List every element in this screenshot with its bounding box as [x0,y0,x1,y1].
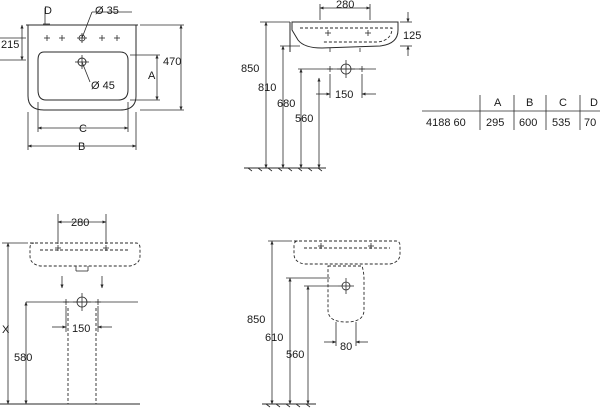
dim-label-125: 125 [403,30,421,42]
dim-label-560-side: 560 [295,113,313,125]
table-header-d: D [590,97,598,109]
basin-side-profile [291,21,399,49]
basin-front-outline [27,24,137,111]
fitting-icon [316,60,376,78]
table-cell-c: 535 [552,117,570,129]
dimensions-table: A B C D 4188 60 295 600 535 70 [422,95,600,130]
table-cell-b: 600 [519,117,537,129]
pedestal-fitting-icon [26,293,138,311]
basin-pedestal-outline [29,242,141,267]
dim-label-280-side: 280 [336,0,354,11]
table-cell-a: 295 [486,117,504,129]
basin-semi-outline [293,240,401,265]
dim-label-x: X [2,324,10,336]
dim-label-d: D [44,5,52,17]
dim-label-215: 215 [1,39,19,51]
dim-label-150-pedestal: 150 [72,323,90,335]
dim-label-610: 610 [265,332,283,344]
front-view: D Ø 35 215 470 A Ø 45 C B [0,5,184,153]
semi-pedestal-view: 80 850 610 560 [247,240,401,408]
dim-label-680: 680 [277,98,295,110]
dim-label-a: A [148,70,156,82]
dim-label-b: B [78,141,85,153]
tap-hole-icon [44,33,120,43]
dim-label-c: C [79,123,87,135]
dim-label-850-side: 850 [241,63,259,75]
table-header-a: A [494,97,502,109]
dim-label-280-pedestal: 280 [71,217,89,229]
dim-label-560-semi: 560 [286,349,304,361]
semi-pedestal-shroud [327,265,365,323]
dim-label-810: 810 [258,82,276,94]
table-cell-model: 4188 60 [426,117,466,129]
side-view: 280 125 150 850 810 680 [241,0,421,172]
dim-label-80: 80 [340,341,352,353]
dim-label-470: 470 [163,56,181,68]
dim-label-dia45: Ø 45 [91,80,115,92]
dim-label-150-side: 150 [335,89,353,101]
dim-label-850-semi: 850 [247,314,265,326]
pedestal-view: 280 150 X 580 [0,214,141,405]
table-cell-d: 70 [584,117,596,129]
basin-inner-bowl [37,51,129,101]
table-header-b: B [526,97,533,109]
dim-label-580: 580 [14,352,32,364]
table-header-c: C [559,97,567,109]
dim-label-dia35: Ø 35 [95,5,119,17]
